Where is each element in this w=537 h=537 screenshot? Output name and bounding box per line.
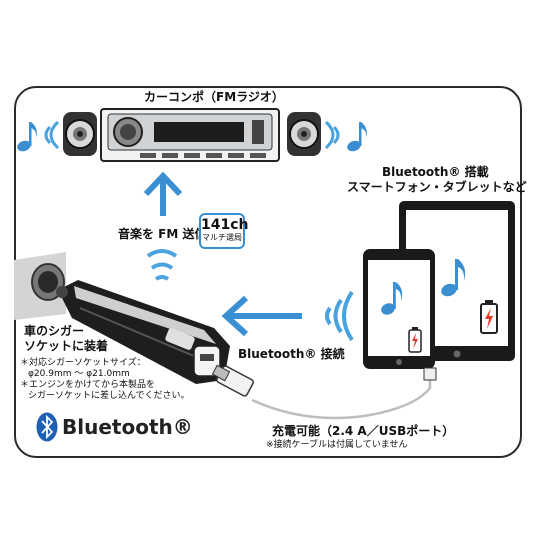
speaker-icon (287, 112, 321, 156)
usb-cable-icon (211, 364, 437, 420)
channel-sub: マルチ選局 (202, 233, 242, 242)
channel-count: 141ch (201, 217, 249, 233)
cigar-socket-icon (14, 252, 66, 320)
battery-charging-icon (480, 300, 498, 334)
note-line: ＊対応シガーソケットサイズ： (20, 358, 146, 368)
signal-waves-icon (146, 249, 178, 281)
bluetooth-brand: Bluetooth® (62, 415, 193, 439)
left-arrow-icon (221, 295, 302, 337)
note-line: φ20.9mm ～ φ21.0mm (28, 369, 130, 379)
bluetooth-connect-label: Bluetooth® 接続 (238, 347, 345, 361)
car-stereo-title: カーコンポ（FMラジオ） (144, 90, 284, 104)
car-stereo-icon (100, 108, 280, 162)
device-title-line2: スマートフォン・タブレットなど (347, 180, 527, 194)
bluetooth-logo-icon (36, 412, 58, 442)
speaker-icon (63, 112, 97, 156)
signal-waves-icon (44, 120, 60, 150)
battery-charging-icon (408, 327, 422, 353)
fm-transmitter-icon (56, 280, 230, 384)
note-line: ＊エンジンをかけてから本製品を (20, 380, 156, 390)
fm-transmit-label: 音楽を FM 送信 (118, 227, 207, 241)
signal-waves-icon (324, 120, 340, 150)
music-note-icon (347, 122, 367, 152)
music-note-icon (441, 259, 466, 297)
signal-waves-icon (325, 290, 354, 342)
socket-title-line1: 車のシガー (24, 324, 85, 338)
note-line: シガーソケットに差し込んでください。 (28, 391, 190, 401)
socket-title-line2: ソケットに装着 (24, 339, 109, 353)
channel-badge: 141ch マルチ選局 (199, 213, 249, 249)
up-arrow-icon (143, 171, 183, 216)
music-note-icon (381, 282, 403, 315)
music-note-icon (17, 122, 37, 152)
charge-label: 充電可能（2.4 A／USBポート） (272, 424, 455, 438)
device-title-line1: Bluetooth® 搭載 (382, 165, 489, 179)
cable-note: ※接続ケーブルは付属していません (266, 440, 408, 450)
